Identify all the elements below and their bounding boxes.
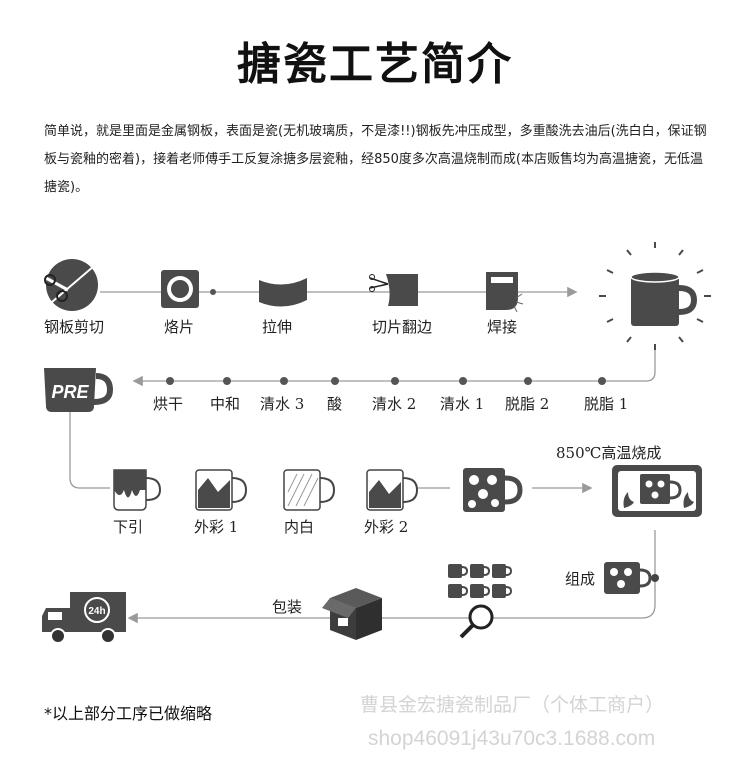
quality-check-icon [448,564,513,639]
row3-nodes [118,484,382,492]
assemble-node [651,574,659,582]
step-stretch: 拉伸 [262,318,293,336]
step-outer-color-2: 外彩 2 [364,518,409,536]
flower-mug-icon [463,468,523,512]
step-degrease-2: 脱脂 2 [505,395,550,413]
row2-nodes [166,377,606,385]
stretch-icon [259,278,307,307]
step-neutralize: 中和 [210,395,241,413]
truck-badge-text: 24h [88,606,105,617]
step-rinse-1: 清水 1 [440,395,485,413]
pre-mug-icon: PRE [44,368,114,412]
trim-icon [369,274,418,306]
dip-glaze-mug-icon [113,469,162,511]
step-trim-flange: 切片翻边 [372,318,433,336]
watermark-shop-url: shop46091j43u70c3.1688.com [368,727,656,750]
pre-mug-text: PRE [51,382,89,402]
inner-white-mug-icon [283,469,336,511]
step-packaging: 包装 [272,598,303,616]
step-steel-cut: 钢板剪切 [44,318,105,336]
step-weld: 焊接 [487,318,518,336]
footnote: *以上部分工序已做缩略 [44,704,213,723]
outer-color-1-mug-icon [195,469,248,511]
steel-cut-icon [44,259,98,311]
blank-icon [161,270,199,308]
step-rinse-3: 清水 3 [260,395,305,413]
page-title: 搪瓷工艺简介 [237,39,513,90]
step-dry: 烘干 [153,395,184,413]
step-inner-white: 内白 [284,518,315,536]
assembled-mug-icon [604,562,652,594]
finished-mug-icon [599,242,711,350]
watermark-shop-name: 曹县金宏搪瓷制品厂（个体工商户） [360,694,665,716]
package-box-icon [322,588,382,640]
outer-color-2-mug-icon [366,469,419,511]
step-firing: 850℃高温烧成 [556,444,662,462]
step-degrease-1: 脱脂 1 [584,395,629,413]
step-assemble: 组成 [565,570,596,588]
furnace-icon [612,465,702,517]
welding-icon [486,272,524,313]
intro-paragraph: 简单说，就是里面是金属钢板，表面是瓷(无机玻璃质，不是漆!!)钢板先冲压成型，多… [44,124,707,195]
step-blank: 烙片 [164,318,195,336]
delivery-truck-icon: 24h [42,592,126,644]
step-acid: 酸 [327,395,343,413]
step-outer-color-1: 外彩 1 [194,518,239,536]
step-dip: 下引 [113,518,144,536]
step-rinse-2: 清水 2 [372,395,417,413]
